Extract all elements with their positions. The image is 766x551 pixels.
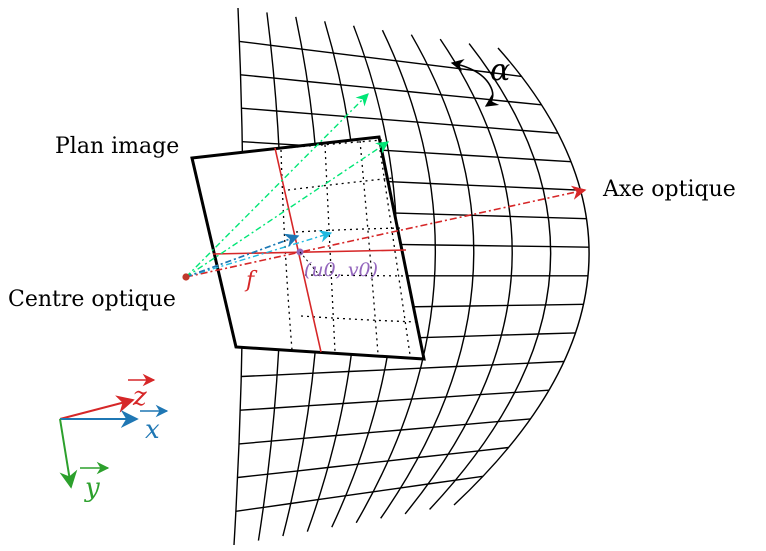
sphere-parallel (239, 40, 522, 78)
sphere-parallel (235, 475, 484, 512)
image-plane-label: Plan image (55, 134, 179, 159)
principal-point-label: (u0, v0) (304, 259, 378, 281)
principal-dotted (299, 251, 321, 277)
optical-axis-label: Axe optique (602, 177, 736, 202)
sphere-grid (233, 7, 590, 546)
optical-centre-label: Centre optique (8, 287, 176, 312)
sphere-parallel (237, 446, 509, 479)
sphere-parallel (241, 360, 565, 378)
sphere-parallel (241, 107, 559, 134)
image-plane (190, 135, 426, 361)
sphere-parallel (240, 389, 550, 411)
y-axis-arrow (59, 418, 78, 489)
coordinate-frame: z x y (59, 373, 169, 503)
z-axis-arrow (59, 395, 135, 420)
alpha-rotation-arrow (450, 59, 500, 107)
pixel-direction-arrows (185, 233, 300, 278)
ray-mint-1 (185, 93, 369, 278)
ray-mint-2 (185, 141, 390, 278)
y-axis-label: y (84, 473, 100, 503)
optical-axis-line (185, 185, 587, 278)
optical-centre-point (182, 273, 190, 281)
alpha-label: α (490, 53, 510, 88)
sphere-parallel (238, 418, 531, 445)
ray-sky-2 (185, 230, 333, 278)
z-axis-label: z (132, 382, 147, 412)
x-axis-label: x (145, 415, 160, 445)
